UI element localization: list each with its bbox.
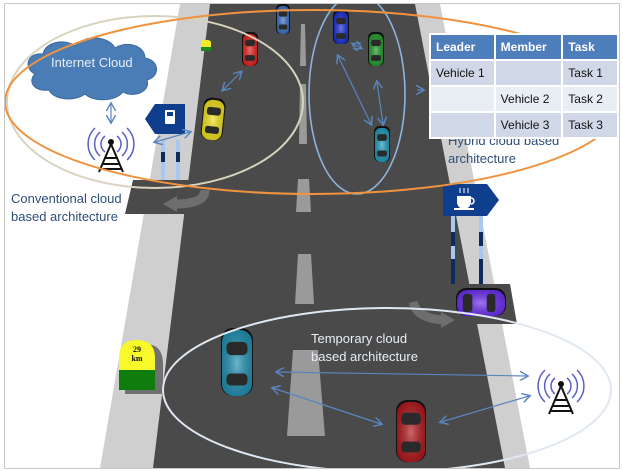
right-exit-arrowhead [441, 312, 455, 328]
internet-cloud-label: Internet Cloud [51, 55, 133, 70]
header-member: Member [495, 35, 562, 59]
header-leader: Leader [431, 35, 494, 59]
internet-cloud-icon [27, 37, 157, 101]
cell-leader [431, 113, 494, 137]
temporary-cloud-boundary [162, 307, 612, 468]
vehicle-blue-top [276, 4, 290, 34]
conventional-cloud-boundary [6, 15, 304, 189]
vehicle-yellow [200, 97, 226, 141]
temporary-line-1: Temporary cloud [311, 331, 408, 346]
communication-arrows [223, 44, 529, 424]
temporary-architecture-label: Temporary cloud based architecture [311, 330, 418, 366]
task-assignment-table: Leader Member Task Vehicle 1 Task 1 Vehi… [429, 33, 619, 139]
vehicle-teal-bottom [221, 328, 253, 396]
vehicle-red-bottom [396, 400, 426, 462]
radio-tower-icon-right [537, 369, 585, 415]
road-scene [5, 4, 619, 468]
link-green-teal [377, 82, 383, 124]
link-teal-red [273, 388, 381, 424]
cell-task: Task 2 [563, 87, 617, 111]
cell-leader: Vehicle 1 [431, 61, 494, 85]
milestone-unit: km [131, 354, 143, 363]
milestone-marker [119, 340, 163, 394]
left-exit-arrowhead [163, 196, 177, 212]
header-task: Task [563, 35, 617, 59]
table-row: Vehicle 1 Task 1 [431, 61, 617, 85]
link-yellow-red [223, 72, 241, 90]
conventional-line-2: based architecture [11, 209, 118, 224]
small-milestone-icon [201, 40, 211, 51]
diagram-frame: Internet Cloud Conventional cloud based … [4, 3, 620, 469]
table-row: Vehicle 3 Task 3 [431, 113, 617, 137]
table-row: Vehicle 2 Task 2 [431, 87, 617, 111]
vehicle-green [368, 32, 384, 66]
overall-cloud-boundary [5, 9, 619, 195]
cell-leader [431, 87, 494, 111]
milestone-distance: 29 [133, 345, 141, 354]
conventional-line-1: Conventional cloud [11, 191, 122, 206]
sign-link-arrow [155, 132, 190, 142]
table-header-row: Leader Member Task [431, 35, 617, 59]
right-exit-arrow [408, 300, 446, 325]
cell-member: Vehicle 2 [495, 87, 562, 111]
link-teal-tower [277, 372, 527, 376]
cell-task: Task 1 [563, 61, 617, 85]
vehicle-purple [456, 288, 506, 316]
link-blue-teal [338, 56, 371, 124]
fuel-pump-sign-icon [145, 104, 185, 180]
hybrid-line-2: architecture [448, 151, 516, 166]
vehicle-red-top [242, 32, 258, 66]
vehicle-blue [333, 10, 349, 44]
link-red-tower [441, 396, 529, 422]
cell-member [495, 61, 562, 85]
left-exit-arrow [174, 189, 210, 209]
link-blue-green [353, 44, 361, 48]
cell-member: Vehicle 3 [495, 113, 562, 137]
vehicle-teal-top [374, 126, 390, 162]
radio-tower-icon [87, 127, 135, 173]
coffee-cup-sign-icon [443, 184, 499, 284]
temporary-line-2: based architecture [311, 349, 418, 364]
milestone-text: 29 km [119, 345, 155, 363]
conventional-architecture-label: Conventional cloud based architecture [11, 190, 122, 226]
cell-task: Task 3 [563, 113, 617, 137]
